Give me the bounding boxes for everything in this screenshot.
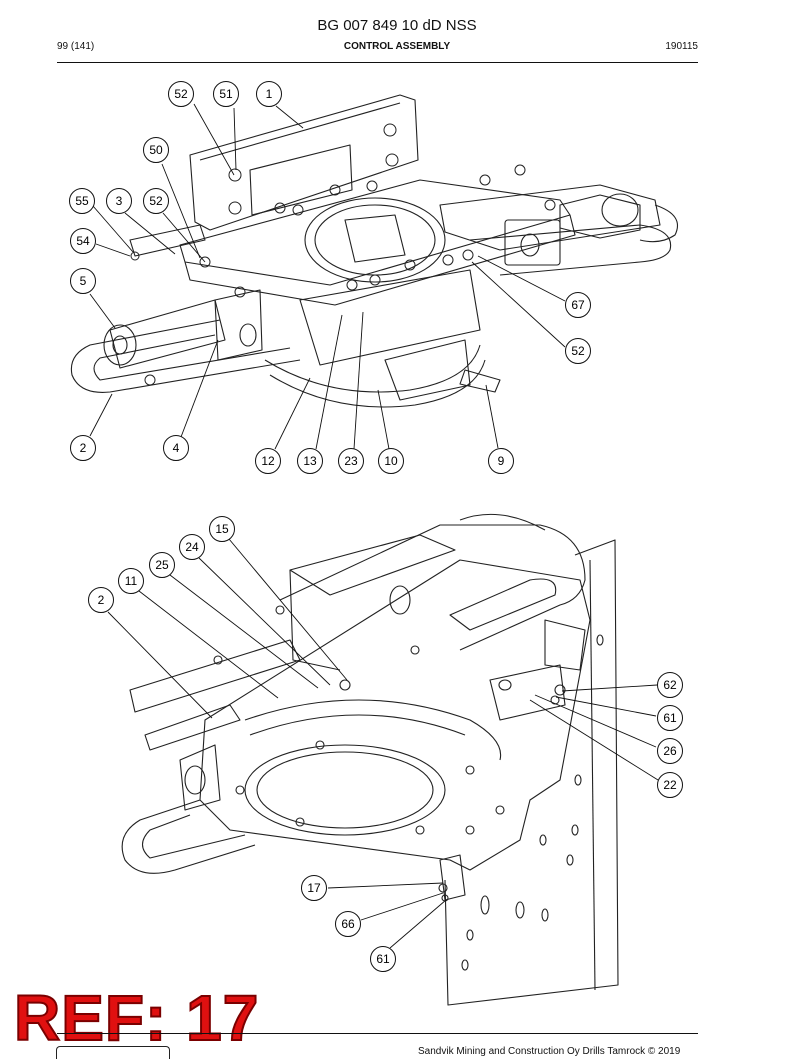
callout: 23 xyxy=(338,448,364,474)
svg-text:52: 52 xyxy=(174,87,188,101)
svg-text:4: 4 xyxy=(173,441,180,455)
reference-watermark: REF: 17 xyxy=(13,982,260,1054)
callout: 9 xyxy=(488,448,514,474)
date-code: 190115 xyxy=(665,41,698,52)
callout: 52 xyxy=(565,338,591,364)
svg-text:11: 11 xyxy=(125,574,138,588)
callout: 66 xyxy=(335,911,361,937)
callout: 15 xyxy=(209,516,235,542)
svg-text:51: 51 xyxy=(219,87,233,101)
callout: 17 xyxy=(301,875,327,901)
svg-text:50: 50 xyxy=(149,143,163,157)
callout: 4 xyxy=(163,435,189,461)
svg-text:62: 62 xyxy=(663,678,677,692)
callout: 67 xyxy=(565,292,591,318)
footer-rule xyxy=(57,1033,698,1034)
svg-text:66: 66 xyxy=(341,917,355,931)
callout: 61 xyxy=(370,946,396,972)
callout: 1 xyxy=(256,81,282,107)
callout: 54 xyxy=(70,228,96,254)
callout: 22 xyxy=(657,772,683,798)
svg-text:25: 25 xyxy=(155,558,169,572)
callout: 51 xyxy=(213,81,239,107)
callout: 62 xyxy=(657,672,683,698)
svg-text:5: 5 xyxy=(80,274,87,288)
callout: 52 xyxy=(168,81,194,107)
callout: 2 xyxy=(88,587,114,613)
lower-assembly-drawing xyxy=(121,513,619,1006)
upper-assembly-drawing xyxy=(70,94,679,408)
callouts-bottom: 15 24 25 11 2 62 61 26 22 17 66 61 xyxy=(88,516,683,972)
svg-text:24: 24 xyxy=(185,540,199,554)
callout: 50 xyxy=(143,137,169,163)
section-title: CONTROL ASSEMBLY xyxy=(343,41,451,52)
svg-text:67: 67 xyxy=(571,298,585,312)
callout: 55 xyxy=(69,188,95,214)
svg-text:12: 12 xyxy=(261,454,275,468)
callout: 11 xyxy=(118,568,144,594)
svg-text:55: 55 xyxy=(75,194,89,208)
callout: 3 xyxy=(106,188,132,214)
callout: 12 xyxy=(255,448,281,474)
footer-copyright: Sandvik Mining and Construction Oy Drill… xyxy=(418,1046,681,1057)
document-title: BG 007 849 10 dD NSS xyxy=(317,17,477,34)
svg-text:2: 2 xyxy=(98,593,105,607)
callout: 61 xyxy=(657,705,683,731)
callout: 2 xyxy=(70,435,96,461)
callout: 24 xyxy=(179,534,205,560)
svg-text:61: 61 xyxy=(376,952,390,966)
svg-text:9: 9 xyxy=(498,454,505,468)
callout: 13 xyxy=(297,448,323,474)
callout: 5 xyxy=(70,268,96,294)
svg-text:23: 23 xyxy=(344,454,358,468)
callout: 26 xyxy=(657,738,683,764)
svg-text:2: 2 xyxy=(80,441,87,455)
svg-text:17: 17 xyxy=(307,881,321,895)
svg-text:15: 15 xyxy=(215,522,229,536)
svg-text:26: 26 xyxy=(663,744,677,758)
svg-text:61: 61 xyxy=(663,711,677,725)
svg-text:1: 1 xyxy=(266,87,273,101)
callout: 10 xyxy=(378,448,404,474)
svg-text:3: 3 xyxy=(116,194,123,208)
callout: 25 xyxy=(149,552,175,578)
svg-text:54: 54 xyxy=(76,234,90,248)
svg-text:52: 52 xyxy=(149,194,163,208)
callouts-top: 52 51 1 50 55 3 52 54 5 67 52 2 4 12 13 … xyxy=(69,81,591,474)
callout: 52 xyxy=(143,188,169,214)
svg-text:52: 52 xyxy=(571,344,585,358)
header-rule xyxy=(57,62,698,63)
svg-text:10: 10 xyxy=(384,454,398,468)
callout-leaders xyxy=(89,103,659,949)
page-number: 99 (141) xyxy=(57,41,95,52)
svg-text:22: 22 xyxy=(663,778,677,792)
svg-text:13: 13 xyxy=(303,454,317,468)
